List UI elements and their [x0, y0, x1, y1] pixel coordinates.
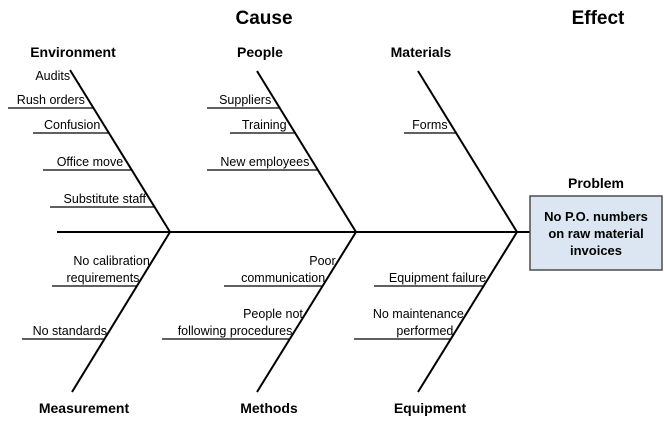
bone-measurement: [71, 231, 171, 393]
cause-label: Poor: [309, 254, 335, 268]
cause-label: Audits: [35, 69, 70, 83]
cause-title: Cause: [235, 8, 292, 29]
category-environment: Environment: [30, 44, 116, 60]
bone-materials: [417, 70, 518, 233]
cause-label: People not: [243, 307, 303, 321]
cause-label: performed: [396, 324, 453, 338]
effect-title: Effect: [572, 8, 625, 29]
bone-methods: [256, 231, 357, 393]
cause-label: Office move: [57, 155, 124, 169]
bone-environment: [69, 69, 171, 233]
bone-people: [256, 70, 357, 233]
problem-text-line-3: invoices: [570, 243, 622, 258]
category-equipment: Equipment: [394, 400, 467, 416]
cause-label: Suppliers: [219, 93, 271, 107]
category-people: People: [237, 44, 283, 60]
cause-label: Rush orders: [17, 93, 85, 107]
category-materials: Materials: [391, 44, 452, 60]
cause-label: No maintenance: [373, 307, 464, 321]
cause-label: Substitute staff: [64, 192, 147, 206]
bone-equipment: [417, 231, 518, 393]
problem-label: Problem: [568, 175, 624, 191]
cause-label: following procedures: [178, 324, 293, 338]
category-methods: Methods: [240, 400, 298, 416]
cause-label: Forms: [412, 118, 447, 132]
cause-label: Confusion: [44, 118, 100, 132]
problem-text-line-1: No P.O. numbers: [544, 209, 648, 224]
category-measurement: Measurement: [39, 400, 130, 416]
problem-text-line-2: on raw material: [548, 226, 643, 241]
cause-label: No standards: [33, 324, 107, 338]
cause-label: Training: [242, 118, 287, 132]
cause-label: Equipment failure: [389, 271, 486, 285]
cause-label: communication: [241, 271, 325, 285]
cause-label: New employees: [220, 155, 309, 169]
cause-label: No calibration: [73, 254, 149, 268]
cause-label: requirements: [66, 271, 139, 285]
problem-box: [529, 195, 663, 271]
